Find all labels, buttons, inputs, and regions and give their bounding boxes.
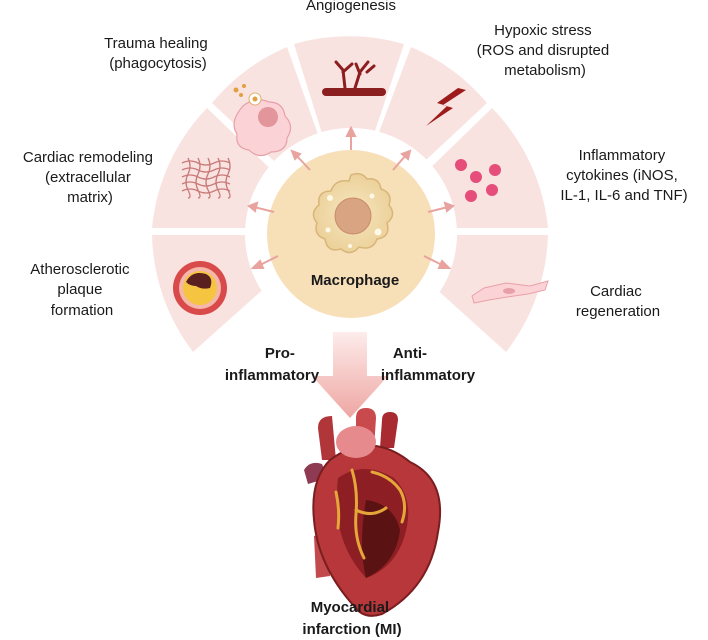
phagocyte-cell-icon: [233, 84, 292, 157]
lightning-bolt-icon: [426, 88, 466, 126]
plaque-vessel-icon: [173, 261, 227, 315]
label-cardiac-remodeling: Cardiac remodeling (extracellular matrix…: [23, 149, 157, 206]
cardiomyocyte-icon: [471, 280, 549, 304]
anti-inflammatory-label: Anti- inflammatory: [381, 345, 476, 384]
ecm-mesh-icon: [181, 157, 231, 199]
label-cardiac-regeneration: Cardiac regeneration: [576, 283, 660, 320]
cytokine-dots-icon: [455, 159, 501, 202]
label-inflammatory-cytokines: Inflammatory cytokines (iNOS, IL-1, IL-6…: [560, 147, 687, 204]
label-angiogenesis: Angiogenesis: [306, 0, 396, 14]
pro-inflammatory-label: Pro- inflammatory: [225, 345, 320, 384]
main-down-arrow: [312, 332, 388, 418]
heart-icon: [304, 408, 442, 617]
label-trauma-healing: Trauma healing (phagocytosis): [104, 35, 212, 72]
macrophage-cell-icon: [312, 172, 394, 254]
center-label: Macrophage: [311, 272, 399, 289]
label-hypoxic-stress: Hypoxic stress (ROS and disrupted metabo…: [477, 22, 614, 79]
label-atherosclerotic: Atherosclerotic plaque formation: [30, 261, 133, 319]
radial-arrows: [247, 125, 455, 269]
blood-vessel-branch-icon: [322, 60, 386, 96]
mi-label: Myocardial infarction (MI): [302, 599, 401, 638]
segment-labels: Atherosclerotic plaque formation Cardiac…: [23, 0, 688, 320]
